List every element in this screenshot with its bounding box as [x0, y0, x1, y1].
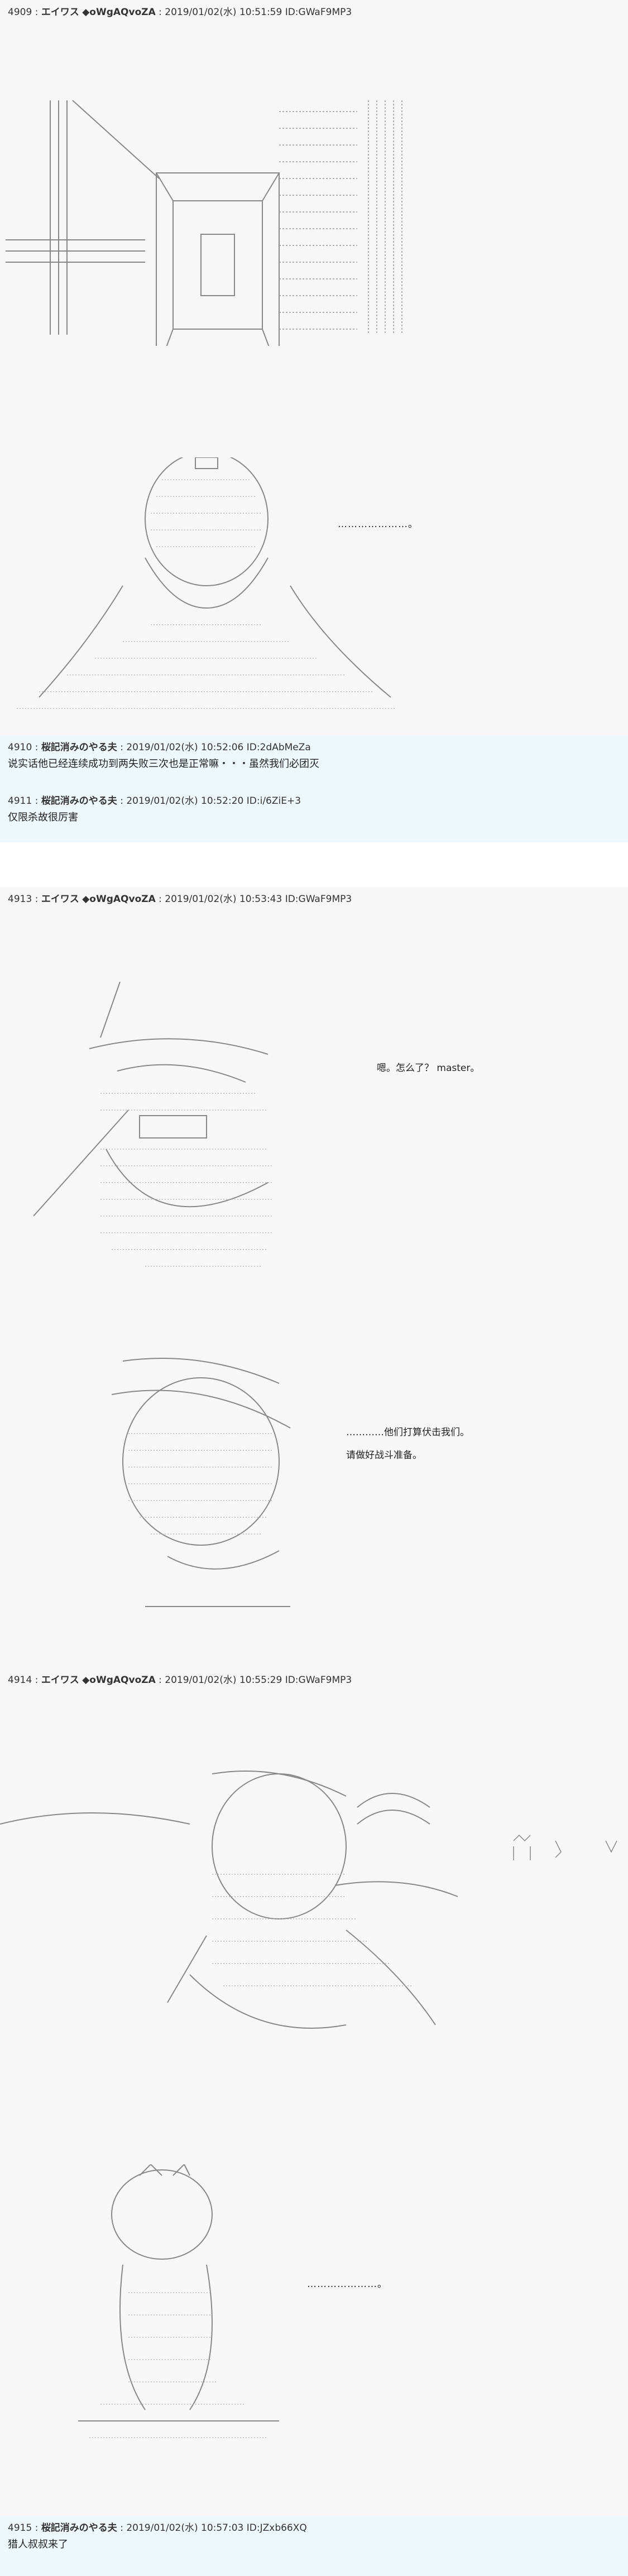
- dialog-ellipsis: …………………。: [307, 2279, 387, 2290]
- post-header: 4911 : 桜記消みのやる夫 : 2019/01/02(水) 10:52:20…: [8, 795, 301, 807]
- post-4915: 4915 : 桜記消みのやる夫 : 2019/01/02(水) 10:57:03…: [0, 2516, 628, 2576]
- post-4913: 4913 : エイワス ◆oWgAQvoZA : 2019/01/02(水) 1…: [0, 887, 628, 1668]
- ascii-art-figure-back: [6, 457, 408, 714]
- post-number[interactable]: 4913: [8, 894, 32, 905]
- post-number[interactable]: 4909: [8, 7, 32, 18]
- post-meta: 2019/01/02(水) 10:57:03 ID:JZxb66XQ: [126, 2522, 307, 2534]
- post-number[interactable]: 4911: [8, 795, 32, 807]
- post-meta: 2019/01/02(水) 10:55:29 ID:GWaF9MP3: [165, 1675, 352, 1686]
- poster-name: 桜記消みのやる夫: [41, 2522, 117, 2534]
- post-number[interactable]: 4910: [8, 742, 32, 753]
- post-header: 4915 : 桜記消みのやる夫 : 2019/01/02(水) 10:57:03…: [8, 2522, 307, 2534]
- post-body: 说实话他已经连续成功到两失败三次也是正常嘛・・・虽然我们必团灭: [8, 758, 319, 770]
- post-4909: 4909 : エイワス ◆oWgAQvoZA : 2019/01/02(水) 1…: [0, 0, 628, 735]
- poster-trip: ◆oWgAQvoZA: [82, 1675, 156, 1686]
- ascii-art-character-closeup: [89, 1350, 324, 1618]
- poster-trip: ◆oWgAQvoZA: [82, 894, 156, 905]
- ascii-art-cat: [56, 2164, 290, 2454]
- post-meta: 2019/01/02(水) 10:52:06 ID:2dAbMeZa: [126, 742, 311, 753]
- post-4911: 4911 : 桜記消みのやる夫 : 2019/01/02(水) 10:52:20…: [0, 789, 628, 842]
- poster-name: 桜記消みのやる夫: [41, 742, 117, 753]
- ascii-art-action-scene: [0, 1763, 628, 2053]
- post-meta: 2019/01/02(水) 10:52:20 ID:i/6ZiE+3: [126, 795, 301, 807]
- poster-trip: ◆oWgAQvoZA: [82, 7, 156, 18]
- poster-name: 桜記消みのやる夫: [41, 795, 117, 807]
- poster-name: エイワス: [41, 894, 79, 905]
- dialog-line: 请做好战斗准备。: [346, 1450, 422, 1461]
- post-number[interactable]: 4914: [8, 1675, 32, 1686]
- poster-name: エイワス: [41, 1675, 79, 1686]
- ascii-art-character-side: [33, 982, 324, 1272]
- post-header: 4910 : 桜記消みのやる夫 : 2019/01/02(水) 10:52:06…: [8, 742, 311, 753]
- post-number[interactable]: 4915: [8, 2522, 32, 2534]
- post-meta: 2019/01/02(水) 10:53:43 ID:GWaF9MP3: [165, 894, 352, 905]
- post-header: 4914 : エイワス ◆oWgAQvoZA : 2019/01/02(水) 1…: [8, 1675, 352, 1686]
- post-body: 猎人叔叔来了: [8, 2539, 68, 2550]
- post-meta: 2019/01/02(水) 10:51:59 ID:GWaF9MP3: [165, 7, 352, 18]
- ascii-art-corridor: [6, 95, 430, 346]
- post-header: 4913 : エイワス ◆oWgAQvoZA : 2019/01/02(水) 1…: [8, 894, 352, 905]
- dialog-line: …………他们打算伏击我们。: [346, 1427, 469, 1438]
- dialog-line: 嗯。怎么了？ master。: [377, 1063, 480, 1074]
- post-4914: 4914 : エイワス ◆oWgAQvoZA : 2019/01/02(水) 1…: [0, 1668, 628, 2516]
- dialog-ellipsis: …………………。: [338, 519, 418, 530]
- post-header: 4909 : エイワス ◆oWgAQvoZA : 2019/01/02(水) 1…: [8, 7, 352, 18]
- poster-name: エイワス: [41, 7, 79, 18]
- post-4910: 4910 : 桜記消みのやる夫 : 2019/01/02(水) 10:52:06…: [0, 735, 628, 789]
- post-body: 仅限杀故很厉害: [8, 812, 78, 823]
